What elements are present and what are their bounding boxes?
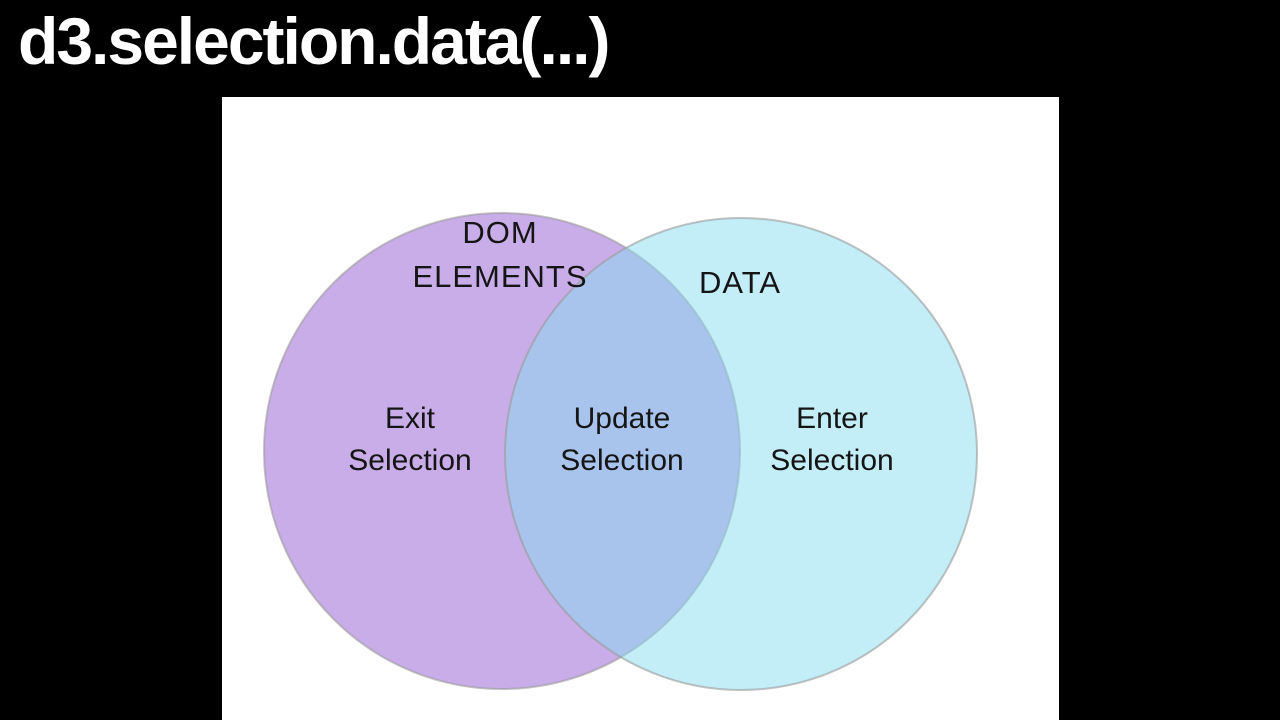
- slide-title: d3.selection.data(...): [18, 4, 610, 78]
- update-selection-label: Update Selection: [560, 402, 684, 477]
- venn-diagram: [263, 212, 978, 691]
- exit-selection-label: Exit Selection: [348, 402, 472, 477]
- enter-selection-label: Enter Selection: [770, 402, 894, 477]
- right-set-title: DATA: [698, 265, 782, 300]
- data-circle: [504, 217, 978, 691]
- diagram-panel: DOM ELEMENTS DATA Exit Selection Update …: [222, 97, 1059, 720]
- left-set-title: DOM ELEMENTS: [412, 215, 588, 294]
